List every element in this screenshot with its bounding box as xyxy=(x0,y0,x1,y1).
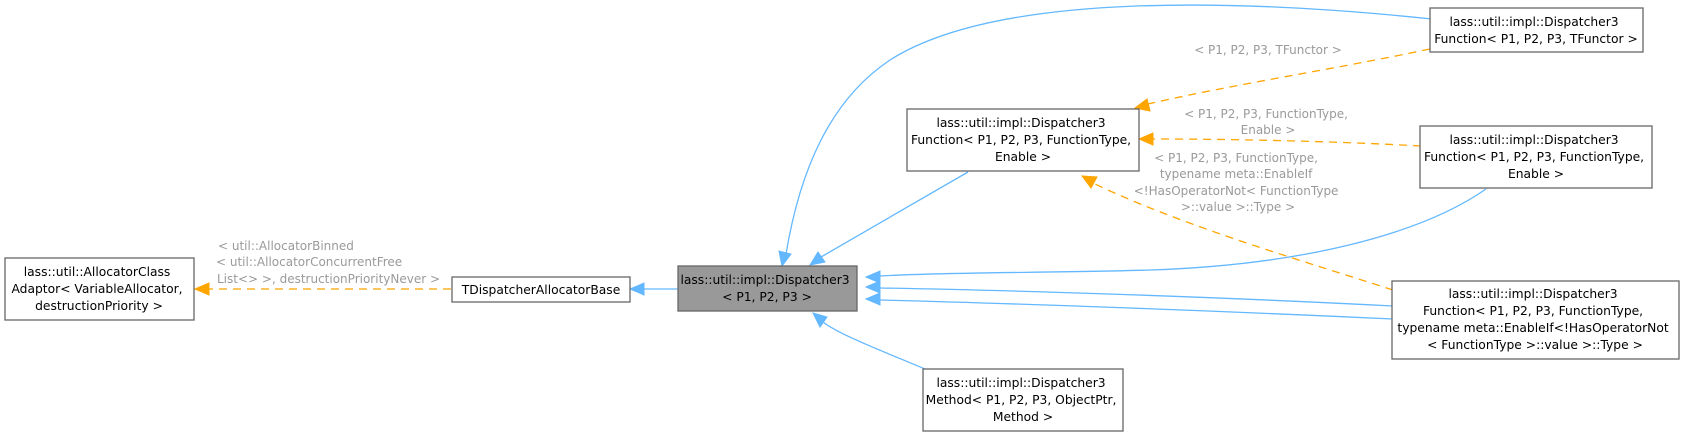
node-label-line: < FunctionType >::value >::Type > xyxy=(1427,338,1643,352)
node-dispatcher3-method[interactable]: lass::util::impl::Dispatcher3 Method< P1… xyxy=(922,368,1124,432)
node-box xyxy=(1429,7,1644,53)
node-label-line: TDispatcherAllocatorBase xyxy=(461,283,621,297)
edge-enableif-to-dispatcher3-a xyxy=(864,280,1394,307)
edge-tfunctor-to-dispatcher3 xyxy=(778,4,1433,268)
inherit-edge-line xyxy=(879,287,1394,307)
node-label-line: Function< P1, P2, P3, TFunctor > xyxy=(1434,32,1638,46)
node-box xyxy=(1419,125,1653,189)
edge-enable-to-generic xyxy=(1137,132,1422,147)
node-dispatcher3-function-enableif[interactable]: lass::util::impl::Dispatcher3 Function< … xyxy=(1391,280,1680,360)
node-dispatcher3[interactable]: lass::util::impl::Dispatcher3 < P1, P2, … xyxy=(677,265,858,312)
arrow-head xyxy=(812,312,828,328)
arrow-head xyxy=(1133,98,1151,112)
node-label-line: < P1, P2, P3 > xyxy=(722,290,812,304)
edge-tfunctor-to-generic xyxy=(1133,48,1431,112)
node-label: lass::util::impl::Dispatcher3 Function< … xyxy=(1434,15,1638,46)
arrow-head xyxy=(864,280,881,294)
node-label-line: lass::util::impl::Dispatcher3 xyxy=(680,273,849,287)
template-edge-line xyxy=(1151,138,1422,147)
inherit-edge-line xyxy=(879,188,1487,277)
inherit-edge-line xyxy=(879,299,1394,320)
arrow-head xyxy=(193,282,210,296)
arrow-head xyxy=(628,282,645,296)
label-line: typename meta::EnableIf xyxy=(1160,167,1313,181)
node-label-line: Function< P1, P2, P3, FunctionType, xyxy=(911,133,1131,147)
node-label: lass::util::impl::Dispatcher3 Function< … xyxy=(1397,287,1672,352)
template-edge-line xyxy=(1092,182,1394,291)
node-label-line: Function< P1, P2, P3, FunctionType, xyxy=(1423,304,1643,318)
label-line: Enable > xyxy=(1241,123,1296,137)
edge-generic-to-dispatcher3 xyxy=(808,171,969,266)
edge-dispatcher3-to-allocator-base xyxy=(628,282,678,296)
label-line: < P1, P2, P3, FunctionType, xyxy=(1184,107,1348,121)
node-label: lass::util::impl::Dispatcher3 Function< … xyxy=(1424,133,1648,181)
node-label-line: Method > xyxy=(993,410,1053,424)
arrow-head xyxy=(1080,175,1098,189)
node-label-line: lass::util::impl::Dispatcher3 xyxy=(1449,15,1618,29)
node-box xyxy=(922,368,1124,432)
node-label-line: lass::util::AllocatorClass xyxy=(24,265,171,279)
label-line: List<> >, destructionPriorityNever > xyxy=(217,272,440,286)
inherit-edge-line xyxy=(822,321,926,370)
arrow-head xyxy=(864,292,881,306)
node-dispatcher3-function-tfunctor[interactable]: lass::util::impl::Dispatcher3 Function< … xyxy=(1429,7,1644,53)
label-line: <!HasOperatorNot< FunctionType xyxy=(1134,184,1339,198)
edge-enable-to-dispatcher3 xyxy=(864,188,1487,284)
arrow-head xyxy=(864,270,881,284)
node-label-line: Enable > xyxy=(1508,167,1564,181)
edge-label-tfunctor-binding: < P1, P2, P3, TFunctor > xyxy=(1194,43,1342,57)
node-label: lass::util::impl::Dispatcher3 < P1, P2, … xyxy=(680,273,853,304)
node-label-line: Enable > xyxy=(995,150,1051,164)
label-line: < util::AllocatorConcurrentFree xyxy=(216,255,402,269)
node-label-line: lass::util::impl::Dispatcher3 xyxy=(1449,133,1618,147)
node-dispatcher3-function-enable[interactable]: lass::util::impl::Dispatcher3 Function< … xyxy=(1419,125,1653,189)
node-label: lass::util::impl::Dispatcher3 Function< … xyxy=(911,116,1135,164)
node-label-line: Adaptor< VariableAllocator, xyxy=(11,282,182,296)
node-dispatcher3-function-generic[interactable]: lass::util::impl::Dispatcher3 Function< … xyxy=(906,108,1140,172)
node-allocator-class-adaptor[interactable]: lass::util::AllocatorClass Adaptor< Vari… xyxy=(4,257,195,321)
node-box xyxy=(906,108,1140,172)
edge-enableif-to-generic xyxy=(1080,175,1394,291)
edge-enableif-to-dispatcher3-b xyxy=(864,292,1394,320)
arrow-head xyxy=(808,251,826,266)
node-label: TDispatcherAllocatorBase xyxy=(461,283,621,297)
edge-label-enableif-binding: < P1, P2, P3, FunctionType, typename met… xyxy=(1134,151,1343,214)
label-line: < P1, P2, P3, TFunctor > xyxy=(1194,43,1342,57)
node-label-line: Method< P1, P2, P3, ObjectPtr, xyxy=(926,393,1117,407)
label-line: < P1, P2, P3, FunctionType, xyxy=(1154,151,1318,165)
edge-method-to-dispatcher3 xyxy=(812,312,926,370)
node-box xyxy=(451,276,631,303)
node-label: lass::util::AllocatorClass Adaptor< Vari… xyxy=(11,265,186,313)
edge-label-enable-binding: < P1, P2, P3, FunctionType, Enable > xyxy=(1184,107,1352,137)
inherit-edge-line xyxy=(785,4,1433,255)
edge-allocator-base-to-adaptor xyxy=(193,282,451,296)
label-line: >::value >::Type > xyxy=(1181,200,1295,214)
arrow-head xyxy=(1137,132,1154,146)
label-line: < util::AllocatorBinned xyxy=(218,239,354,253)
inherit-edge-line xyxy=(820,171,969,258)
node-label: lass::util::impl::Dispatcher3 Method< P1… xyxy=(926,376,1121,424)
node-box xyxy=(4,257,195,321)
node-label-line: typename meta::EnableIf<!HasOperatorNot xyxy=(1397,321,1668,335)
node-box xyxy=(1391,280,1680,360)
node-tdispatcher-allocator-base[interactable]: TDispatcherAllocatorBase xyxy=(451,276,631,303)
node-label-line: lass::util::impl::Dispatcher3 xyxy=(936,376,1105,390)
node-label-line: destructionPriority > xyxy=(35,299,163,313)
node-label-line: lass::util::impl::Dispatcher3 xyxy=(936,116,1105,130)
edge-label-allocator-binding: < util::AllocatorBinned < util::Allocato… xyxy=(216,239,440,286)
node-label-line: Function< P1, P2, P3, FunctionType, xyxy=(1424,150,1644,164)
arrow-head xyxy=(778,250,792,268)
template-edge-line xyxy=(1147,48,1431,105)
node-label-line: lass::util::impl::Dispatcher3 xyxy=(1448,287,1617,301)
node-box-focused xyxy=(677,265,858,312)
